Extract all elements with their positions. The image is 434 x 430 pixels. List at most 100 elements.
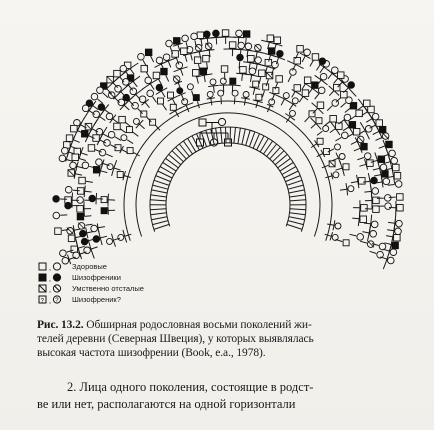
- descent-connector: [285, 116, 291, 123]
- pedigree-male: [311, 53, 320, 61]
- sibship-arc: [111, 233, 116, 247]
- descent-connector: [362, 231, 370, 234]
- pedigree-male: [87, 144, 96, 152]
- descent-connector: [102, 92, 109, 98]
- descent-connector: [129, 68, 135, 75]
- pedigree-male: [220, 65, 229, 73]
- descent-connector: [61, 229, 69, 231]
- sibship-arc: [155, 87, 168, 95]
- pedigree-male: [65, 134, 74, 142]
- pedigree-hatch: [67, 169, 75, 177]
- descent-connector: [179, 143, 190, 157]
- descent-connector: [86, 231, 94, 234]
- pedigree-female: [322, 125, 330, 133]
- pedigree-male: [264, 58, 273, 67]
- sibship-arc: [367, 172, 372, 190]
- pedigree-female: [369, 230, 377, 238]
- descent-connector: [384, 242, 392, 245]
- svg-text:?: ?: [55, 298, 59, 304]
- pedigree-female: [394, 227, 402, 236]
- descent-connector: [388, 221, 396, 224]
- descent-connector: [171, 98, 177, 106]
- descent-connector: [208, 50, 211, 58]
- sibship-arc: [249, 86, 261, 90]
- descent-connector: [150, 194, 167, 198]
- descent-connector: [327, 148, 335, 153]
- descent-connector: [104, 109, 111, 115]
- descent-connector: [298, 96, 304, 103]
- descent-connector: [102, 162, 110, 167]
- pedigree-male: [393, 172, 402, 180]
- descent-connector: [168, 154, 182, 166]
- sibship-arc: [243, 61, 258, 65]
- caption-line-2: телей деревни (Северная Швеция), у котор…: [37, 333, 314, 346]
- pedigree-male: [114, 144, 122, 152]
- descent-connector: [324, 120, 331, 127]
- descent-connector: [357, 105, 364, 111]
- pedigree-female: [120, 134, 128, 142]
- descent-connector: [339, 188, 348, 191]
- pedigree-female: [107, 130, 116, 139]
- descent-connector: [380, 256, 388, 260]
- descent-connector: [239, 49, 242, 57]
- descent-connector: [335, 167, 343, 171]
- sibship-arc: [85, 227, 89, 239]
- pedigree-male: [358, 177, 366, 185]
- pedigree-female: [331, 233, 339, 241]
- descent-connector: [66, 249, 74, 253]
- sibship-arc: [71, 192, 73, 208]
- descent-connector: [357, 157, 365, 161]
- pedigree-female: [331, 66, 339, 74]
- descent-connector: [151, 189, 168, 194]
- descent-connector: [102, 133, 110, 138]
- pedigree-male: [337, 71, 345, 79]
- pedigree-male: [355, 109, 363, 118]
- descent-connector: [126, 139, 134, 145]
- descent-connector: [123, 104, 130, 111]
- descent-connector: [359, 240, 368, 244]
- descent-connector: [73, 228, 81, 231]
- pedigree-female: [209, 78, 217, 86]
- descent-connector: [321, 164, 329, 169]
- descent-connector: [123, 175, 131, 178]
- descent-connector: [177, 44, 181, 52]
- svg-text:,: ,: [49, 298, 51, 305]
- descent-connector: [350, 181, 358, 184]
- descent-connector: [205, 130, 211, 146]
- pedigree-male: [157, 97, 164, 105]
- pedigree-female: [64, 185, 73, 194]
- pedigree-female: [117, 98, 126, 107]
- descent-connector: [137, 108, 143, 115]
- descent-connector: [125, 71, 131, 78]
- descent-connector: [150, 199, 167, 202]
- pedigree-male: [171, 50, 179, 58]
- pedigree-male: [311, 81, 319, 89]
- pedigree-male: [144, 48, 153, 57]
- descent-connector: [213, 85, 215, 93]
- pedigree-hatch: [328, 160, 336, 168]
- sibship-arc: [345, 183, 349, 196]
- pedigree-male: [255, 93, 263, 101]
- pedigree-male: [342, 239, 350, 247]
- pedigree-male: [342, 163, 350, 171]
- descent-connector: [338, 119, 345, 125]
- descent-connector: [340, 102, 347, 108]
- descent-connector: [258, 76, 262, 85]
- descent-connector: [88, 135, 95, 140]
- descent-connector: [233, 97, 236, 105]
- pedigree-male: [329, 115, 337, 123]
- descent-connector: [245, 130, 251, 146]
- pedigree-female: [334, 222, 342, 230]
- pedigree-female: [289, 109, 296, 117]
- descent-connector: [335, 136, 342, 142]
- pedigree-female: [59, 249, 67, 257]
- pedigree-female: [52, 211, 61, 220]
- pedigree-female: [203, 30, 211, 39]
- descent-connector: [266, 143, 277, 157]
- descent-connector: [124, 121, 132, 127]
- pedigree-hatch: [108, 91, 116, 99]
- descent-connector: [289, 199, 306, 202]
- descent-connector: [291, 91, 296, 98]
- descent-connector: [175, 57, 180, 65]
- sibship-arc: [174, 80, 183, 85]
